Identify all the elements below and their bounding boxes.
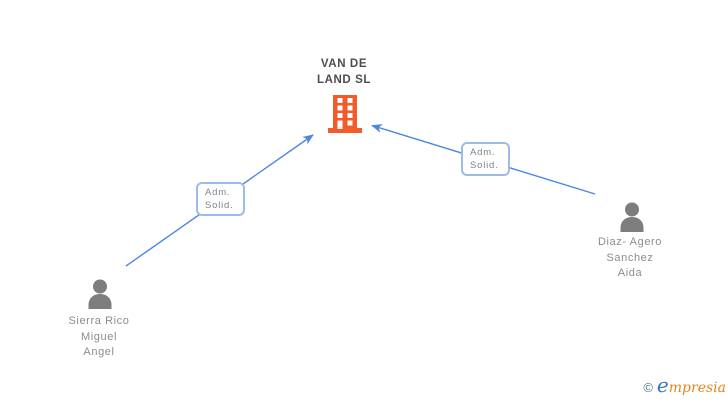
person-name-line3: Aida [617,267,643,279]
person-name-line1: Diaz- Agero [597,236,663,248]
edge-label-line1: Adm. [205,187,231,198]
company-name-line1: VAN DE [320,58,368,70]
company-name-line2: LAND SL [316,74,372,86]
building-icon [328,95,362,133]
person-label-diaz-agero[interactable]: Diaz- Agero Sanchez Aida [560,235,700,282]
logo-brand-initial: e [656,373,669,397]
person-name-line2: Sanchez [606,251,654,264]
person-node-diaz-agero[interactable] [618,202,646,232]
company-node[interactable] [328,95,362,133]
copyright-icon: © [643,380,653,395]
edge-label-line2: Solid. [205,200,234,211]
person-name-line3: Angel [83,346,115,358]
person-name-line1: Sierra Rico [68,315,130,327]
person-icon [88,279,112,309]
person-label-sierra-rico[interactable]: Sierra Rico Miguel Angel [29,314,169,361]
person-icon [620,202,644,232]
edge-label-adm-solid-right[interactable]: Adm. Solid. [461,142,510,176]
person-name-line2: Miguel [80,330,117,343]
logo-brand-rest: mpresia [668,380,726,396]
edge-label-line2: Solid. [470,160,499,171]
person-node-sierra-rico[interactable] [86,279,114,309]
edge-label-adm-solid-left[interactable]: Adm. Solid. [196,182,245,216]
company-node-title[interactable]: VAN DE LAND SL [244,56,444,88]
edge-label-line1: Adm. [470,147,496,158]
empresia-logo[interactable]: © e mpresia [643,373,726,397]
